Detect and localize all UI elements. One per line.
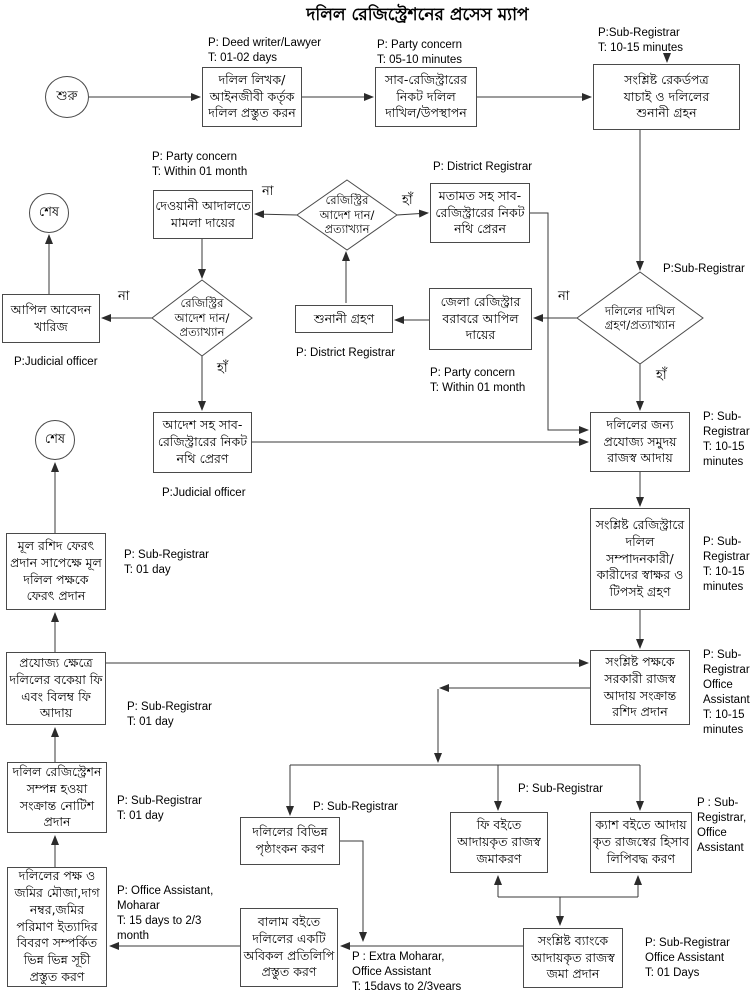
annotation-verify-hearing: P:Sub-Registrar T: 10-15 minutes (598, 27, 684, 54)
connector-order1-no (254, 210, 298, 219)
edge-label-no-submission: না (558, 289, 570, 304)
annotation-submission-decision: P:Sub-Registrar (663, 263, 745, 275)
connector-order1-yes (396, 209, 429, 218)
annotation-appeal-district: P: Party concern T: Within 01 month (430, 367, 526, 394)
process-indexes: দলিলের পক্ষ ও জমির মৌজা,দাগ নম্বর,জমির প… (7, 867, 107, 987)
annotation-completion-notice: P: Sub-Registrar T: 01 day (117, 795, 203, 822)
end-node-main: শেষ (35, 420, 75, 460)
process-collect-revenue: দলিলের জন্য প্রযোজ্য সমুদয় রাজস্ব আদায় (590, 412, 690, 472)
edge-label-no-order2: না (118, 289, 130, 304)
annotation-hearing: P: District Registrar (296, 347, 396, 359)
annotation-issue-receipt: P: Sub- Registrar, Office Assistant T: 1… (703, 649, 750, 736)
process-hearing: শুনানী গ্রহণ (295, 305, 393, 333)
process-overdue-fees: প্রযোজ্য ক্ষেত্রে দলিলের বকেয়া ফি এবং ব… (6, 652, 106, 725)
page-title: দলিল রেজিস্ট্রেশনের প্রসেস ম্যাপ (306, 5, 529, 25)
decision-registry-order-1-label: রেজিস্ট্রির আদেশ দান/ প্রত্যাখ্যান (319, 193, 375, 237)
process-send-file-opinion: মতামত সহ সাব- রেজিস্ট্রারের নিকট নথি প্র… (430, 183, 530, 243)
decision-registry-order-2 (151, 279, 253, 357)
annotation-submit-deed: P: Party concern T: 05-10 minutes (377, 39, 463, 66)
annotation-prepare-deed: P: Deed writer/Lawyer T: 01-02 days (208, 37, 322, 64)
process-verify-hearing: সংশ্লিষ্ট রেকর্ডপত্র যাচাই ও দলিলের শুনা… (593, 64, 740, 130)
process-issue-receipt: সংশ্লিষ্ট পক্ষকে সরকারী রাজস্ব আদায় সংক… (590, 650, 690, 725)
process-bank-deposit: সংশ্লিষ্ট ব্যাংকে আদায়কৃত রাজস্ব জমা প্… (523, 928, 623, 988)
connector-opinion-collectrevenue (530, 212, 589, 434)
connector-endorsements-balamjunction (340, 840, 367, 942)
process-completion-notice: দলিল রেজিস্ট্রেশন সম্পন্ন হওয়া সংক্রান্… (7, 762, 107, 833)
process-appeal-district: জেলা রেজিস্ট্রার বরাবরে আপিল দায়ের (429, 288, 532, 350)
decision-submission-label: দলিলের দাখিল গ্রহণ/প্রত্যাখ্যান (604, 303, 676, 332)
annotation-indexes: P: Office Assistant, Moharar T: 15 days … (117, 885, 214, 942)
decision-registry-order-2-label: রেজিস্ট্রির আদেশ দান/ প্রত্যাখ্যান (174, 296, 230, 340)
process-appeal-rejected: আপিল আবেদন খারিজ (2, 294, 100, 343)
process-balam-copy: বালাম বইতে দলিলের একটি অবিকল প্রতিলিপি প… (240, 908, 338, 987)
annotation-appeal-rejected: P:Judicial officer (14, 356, 98, 368)
start-node: শুরু (45, 76, 89, 118)
annotation-collect-revenue: P: Sub- Registrar T: 10-15 minutes (703, 411, 750, 468)
annotation-send-file-opinion: P: District Registrar (433, 161, 533, 173)
process-civil-court: দেওয়ানী আদালতে মামলা দায়ের (153, 190, 253, 239)
process-cash-book: ক্যাশ বইতে আদায় কৃত রাজস্বের হিসাব লিপি… (590, 812, 692, 873)
decision-registry-order-1 (296, 179, 398, 251)
process-prepare-deed: দলিল লিখক/ আইনজীবী কর্তৃক দলিল প্রস্তুত … (202, 67, 302, 127)
process-send-file-order: আদেশ সহ সাব- রেজিস্ট্রারের নিকট নথি প্রে… (153, 412, 252, 473)
decision-submission (576, 271, 704, 365)
edge-label-yes-order1: হাঁ (402, 193, 413, 208)
edge-label-yes-submission: হাঁ (656, 368, 667, 383)
process-fee-book: ফি বইতে আদায়কৃত রাজস্ব জমাকরণ (450, 812, 548, 873)
edge-label-no-order1: না (262, 184, 274, 199)
end-node-appeal: শেষ (29, 193, 69, 233)
process-signatures: সংশ্লিষ্ট রেজিস্ট্রারে দলিল সম্পাদনকারী/… (590, 508, 690, 610)
annotation-balam-copy: P : Extra Moharar, Office Assistant T: 1… (352, 951, 462, 990)
annotation-send-file-order: P:Judicial officer (162, 487, 246, 499)
annotation-bank-deposit: P: Sub-Registrar Office Assistant T: 01 … (645, 937, 731, 979)
process-return-original: মূল রশিদ ফেরৎ প্রদান সাপেক্ষে মূল দলিল প… (6, 533, 106, 610)
annotation-overdue-fees: P: Sub-Registrar T: 01 day (127, 701, 213, 728)
annotation-signatures: P: Sub- Registrar T: 10-15 minutes (703, 536, 750, 593)
annotation-return-original: P: Sub-Registrar T: 01 day (124, 549, 210, 576)
edge-label-yes-order2: হাঁ (217, 361, 228, 376)
process-endorsements: দলিলের বিভিন্ন পৃষ্ঠাংকন করণ (240, 817, 340, 865)
annotation-cash-book: P : Sub- Registrar, Office Assistant (697, 797, 747, 854)
annotation-endorsements: P: Sub-Registrar (313, 801, 399, 813)
annotation-fee-book: P: Sub-Registrar (518, 783, 604, 795)
process-submit-deed: সাব-রেজিস্ট্রারের নিকট দলিল দাখিল/উপস্থা… (375, 67, 477, 127)
annotation-civil-court: P: Party concern T: Within 01 month (152, 151, 248, 178)
